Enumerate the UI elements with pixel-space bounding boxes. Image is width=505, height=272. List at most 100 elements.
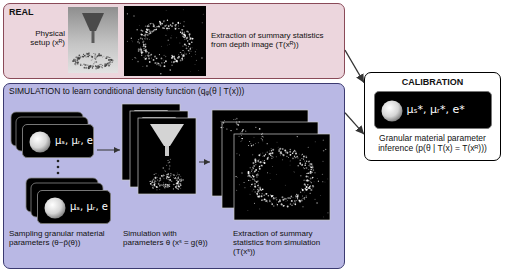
illustration-part [282, 199, 284, 201]
illustration-part [306, 173, 307, 174]
illustration-part [296, 196, 298, 198]
illustration-part [96, 66, 98, 68]
illustration-part [75, 57, 77, 59]
illustration-part [280, 152, 282, 154]
illustration-part [250, 143, 251, 144]
illustration-part [90, 67, 91, 68]
illustration-part [106, 56, 108, 58]
illustration-part [187, 31, 188, 32]
illustration-part [93, 63, 94, 64]
illustration-part [107, 63, 108, 64]
illustration-part [154, 62, 156, 64]
illustration-part [327, 212, 328, 213]
illustration-part [322, 174, 323, 175]
illustration-part [78, 54, 80, 56]
illustration-part [242, 128, 244, 130]
illustration-part [306, 175, 308, 177]
illustration-part [143, 45, 144, 46]
illustration-part [188, 52, 190, 54]
illustration-part [239, 136, 240, 137]
illustration-part [104, 66, 106, 68]
illustration-part [150, 183, 152, 185]
illustration-part [303, 156, 305, 158]
illustration-part [145, 38, 147, 40]
illustration-part [189, 48, 191, 50]
illustration-part [146, 29, 148, 31]
illustration-part [149, 55, 150, 56]
illustration-part [304, 183, 306, 185]
illustration-part [141, 52, 143, 54]
illustration-part [169, 184, 171, 186]
illustration-part [286, 200, 288, 202]
illustration-part [271, 201, 273, 203]
illustration-part [170, 173, 171, 174]
illustration-part [290, 154, 292, 156]
illustration-part [253, 176, 255, 178]
illustration-part [187, 36, 188, 37]
illustration-part [239, 121, 240, 122]
illustration-part [153, 182, 155, 184]
illustration-part [295, 202, 296, 203]
illustration-part [85, 64, 86, 65]
calibration-box: CALIBRATIONGranular material parameter i… [364, 72, 501, 161]
illustration-part [282, 154, 284, 156]
illustration-part [190, 47, 192, 49]
illustration-part [274, 197, 276, 199]
illustration-part [97, 56, 98, 57]
illustration-part [238, 124, 240, 126]
illustration-part [175, 186, 177, 188]
illustration-part [176, 187, 177, 188]
illustration-part [245, 130, 246, 131]
illustration-part [167, 174, 168, 175]
illustration-part [236, 153, 238, 155]
illustration-part [323, 140, 324, 141]
illustration-part [259, 188, 261, 190]
illustration-part [93, 53, 94, 54]
illustration-part [78, 56, 80, 58]
illustration-part [278, 201, 279, 202]
illustration-part [92, 67, 93, 68]
illustration-part [108, 60, 109, 61]
parameter-text: μₛ*, μᵣ*, e* [407, 104, 465, 117]
illustration-part [78, 57, 79, 58]
illustration-part [143, 56, 145, 58]
illustration-part [256, 176, 257, 177]
illustration-part [269, 150, 271, 152]
illustration-part [301, 158, 302, 159]
illustration-part [87, 53, 89, 55]
illustration-part [109, 64, 110, 65]
illustration-part [262, 160, 264, 162]
illustration-part [99, 55, 100, 56]
illustration-part [284, 184, 286, 186]
illustration-part [102, 67, 103, 68]
illustration-part [81, 64, 83, 66]
illustration-part [271, 152, 273, 154]
illustration-part [251, 169, 252, 170]
illustration-part [166, 176, 167, 177]
illustration-part [149, 39, 150, 40]
illustration-part [325, 149, 326, 150]
illustration-part [253, 179, 255, 181]
illustration-part [74, 59, 76, 61]
illustration-part [186, 47, 188, 49]
illustration-part [157, 179, 159, 181]
illustration-part [155, 176, 156, 177]
illustration-part [306, 197, 307, 198]
illustration-part [87, 56, 89, 58]
illustration-part [182, 35, 183, 36]
illustration-part [313, 186, 315, 188]
illustration-part [273, 205, 274, 206]
illustration-part [169, 177, 170, 178]
illustration-part [171, 180, 173, 182]
illustration-part [301, 188, 303, 190]
illustration-part [169, 69, 171, 71]
illustration-part [177, 57, 179, 59]
illustration-part [269, 200, 270, 201]
illustration-part [282, 148, 284, 150]
illustration-part [267, 152, 268, 153]
illustration-part [290, 154, 292, 156]
illustration-part [310, 171, 312, 173]
illustration-part [194, 64, 196, 66]
illustration-part [137, 41, 139, 43]
illustration-part [163, 185, 164, 186]
